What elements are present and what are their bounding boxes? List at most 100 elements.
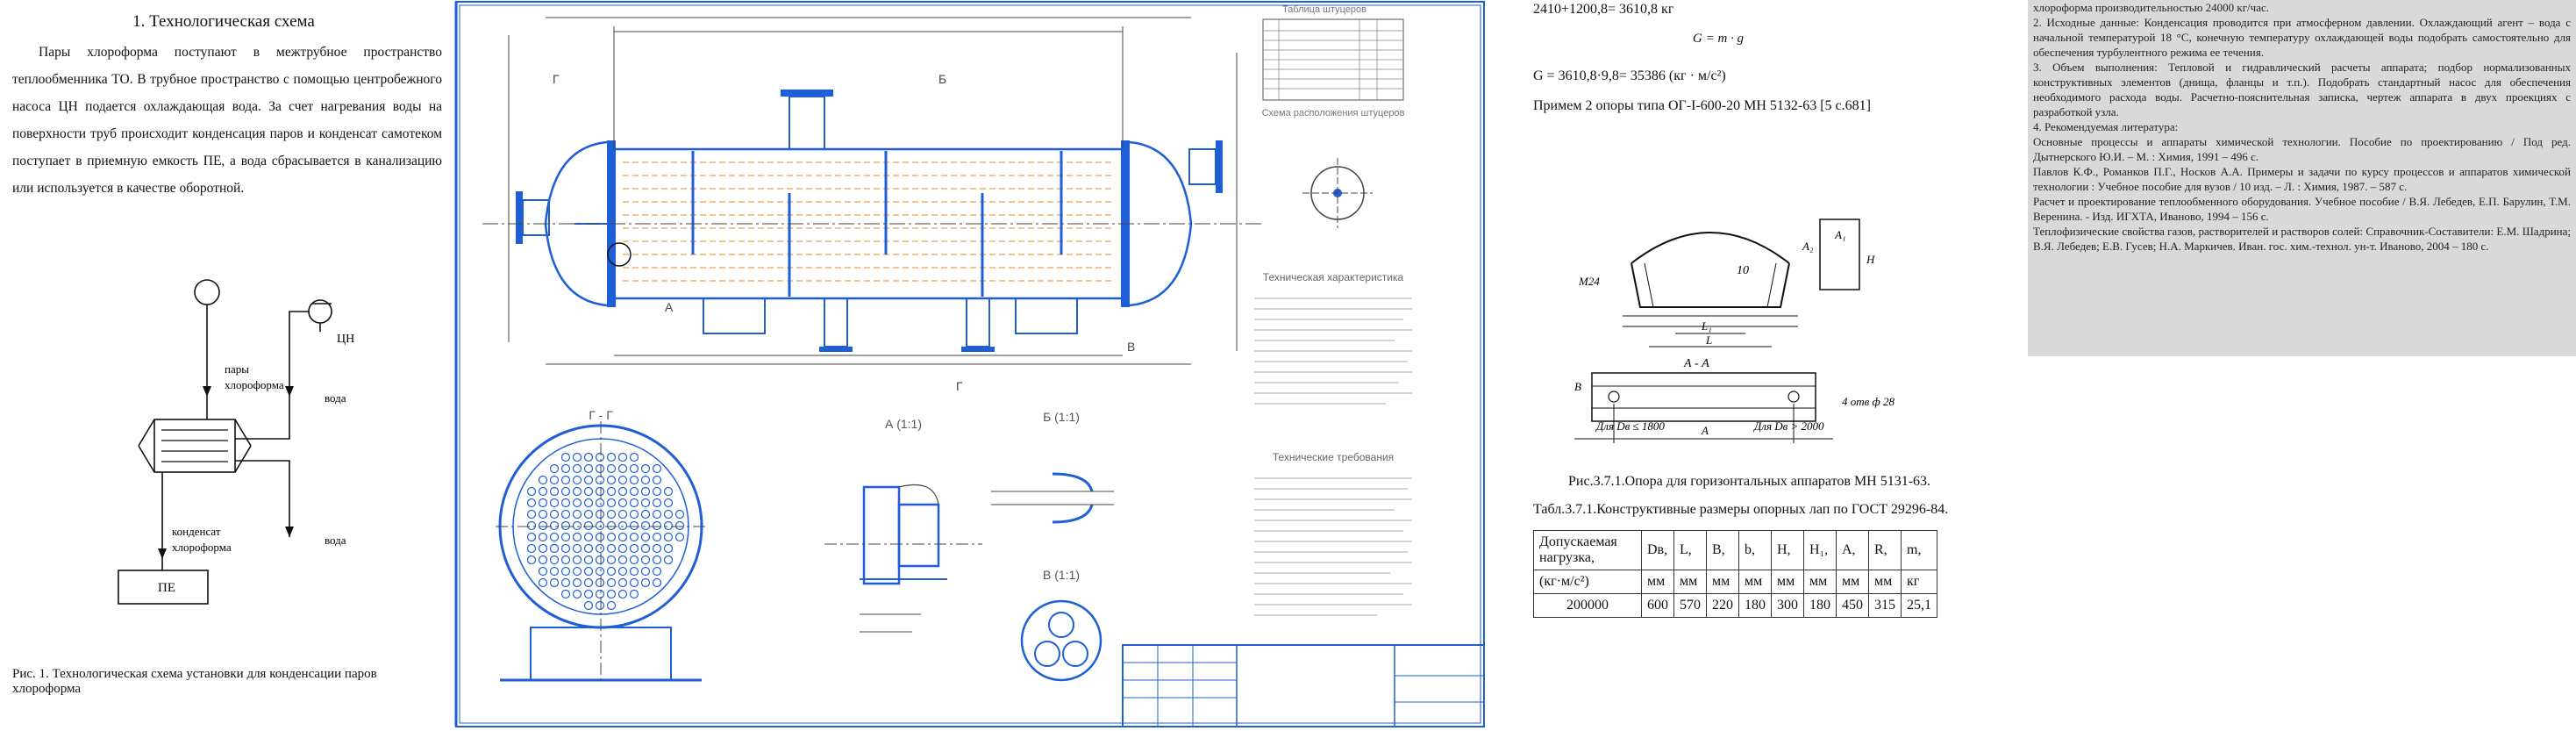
condensate-label-line2: хлороформа [172, 541, 232, 554]
technical-notes: Техническая характеристика Технические т… [1254, 271, 1412, 616]
tube-hole [652, 577, 662, 588]
tube-hole [606, 509, 617, 520]
header-cell: H, [1771, 530, 1804, 570]
tube-hole [583, 600, 594, 611]
section-g-g: Г - Г [496, 408, 706, 684]
tube-hole [606, 543, 617, 554]
unit-cell: мм [1836, 570, 1869, 594]
cut-mark-a: А [665, 300, 674, 314]
header-cell: m, [1901, 530, 1937, 570]
tube-hole [549, 509, 560, 520]
value-cell: 450 [1836, 593, 1869, 618]
tube-hole [538, 532, 548, 542]
tube-hole [617, 475, 628, 485]
tube-hole [572, 555, 582, 565]
tube-hole [652, 520, 662, 531]
tube-hole [606, 589, 617, 599]
tube-hole [629, 486, 639, 497]
tube-hole [640, 498, 651, 508]
tube-hole [583, 520, 594, 531]
tube-hole [652, 532, 662, 542]
tube-hole [560, 532, 571, 542]
tube-hole [526, 543, 537, 554]
support-calculation-page: 2410+1200,8= 3610,8 кг G = m · g G = 361… [1491, 0, 2009, 731]
tube-hole [538, 566, 548, 577]
tube-hole [526, 498, 537, 508]
tube-hole [583, 555, 594, 565]
tube-hole [572, 589, 582, 599]
tube-hole [663, 520, 674, 531]
tube-hole [617, 452, 628, 462]
tube-hole [583, 486, 594, 497]
tube-hole [617, 555, 628, 565]
tube-hole [629, 463, 639, 474]
value-cell: 180 [1803, 593, 1837, 618]
tube-hole [629, 543, 639, 554]
scan-line: 3. Объем выполнения: Тепловой и гидравли… [2033, 61, 2571, 118]
value-cell: 25,1 [1901, 593, 1937, 618]
tube-hole [674, 532, 685, 542]
cut-mark-g-top: Г [553, 72, 560, 86]
tube-hole [629, 509, 639, 520]
unit-cell: мм [1673, 570, 1707, 594]
detail-b: Б (1:1) [991, 410, 1114, 524]
tube-hole [560, 486, 571, 497]
unit-cell: кг [1901, 570, 1937, 594]
tube-hole [549, 520, 560, 531]
tube-hole [538, 543, 548, 554]
tube-hole [674, 509, 685, 520]
tube-hole [663, 555, 674, 565]
tube-hole [572, 532, 582, 542]
tube-hole [572, 486, 582, 497]
mass-equation: 2410+1200,8= 3610,8 кг [1533, 2, 1674, 17]
tube-hole [617, 498, 628, 508]
value-cell: 220 [1706, 593, 1739, 618]
tube-hole [572, 475, 582, 485]
tube-hole [617, 566, 628, 577]
cut-mark-g-bottom: Г [956, 379, 963, 393]
tube-hole [652, 463, 662, 474]
dim-m24: M24 [1578, 275, 1600, 288]
value-cell: 315 [1868, 593, 1902, 618]
dim-10: 10 [1737, 264, 1749, 277]
dim-h: H [1866, 253, 1875, 266]
value-cell: 300 [1771, 593, 1804, 618]
unit-cell: мм [1706, 570, 1739, 594]
tube-hole [583, 543, 594, 554]
exchanger-main-view: Г Г А Б В [482, 17, 1263, 393]
tube-hole [560, 543, 571, 554]
weight-formula: G = m · g [1693, 32, 1745, 46]
tube-hole [595, 475, 605, 485]
water-in-label: вода [325, 391, 346, 405]
tube-hole [572, 520, 582, 531]
detail-a: А (1:1) [824, 417, 982, 633]
tube-hole [663, 543, 674, 554]
header-cell: H₁, [1803, 530, 1837, 570]
tube-hole [652, 566, 662, 577]
tube-hole [617, 509, 628, 520]
tube-hole [549, 555, 560, 565]
tube-hole [640, 577, 651, 588]
nozzle-layout-title: Схема расположения штуцеров [1262, 108, 1405, 118]
tube-hole [560, 520, 571, 531]
water-out-label: вода [325, 534, 346, 547]
support-drawing: 10 A₁ A₂ H M24 L₁ L А - А B A 4 отв ф 28… [1574, 219, 1895, 443]
tube-hole [606, 452, 617, 462]
vapor-label-line1: пары [225, 362, 249, 376]
tube-hole [560, 475, 571, 485]
tube-hole [572, 498, 582, 508]
tube-hole [652, 486, 662, 497]
dim-b: B [1574, 380, 1581, 393]
tube-hole [538, 498, 548, 508]
tube-hole [606, 555, 617, 565]
tube-hole [595, 532, 605, 542]
weight-equation: G = 3610,8·9,8= 35386 (кг · м/с²) [1533, 68, 1726, 83]
tube-hole [526, 555, 537, 565]
tube-hole [583, 577, 594, 588]
table-header-row: Допускаемая нагрузка, Dв, L, B, b, H, H₁… [1533, 530, 1937, 570]
process-scheme-page: 1. Технологическая схема Пары хлороформа… [0, 0, 447, 731]
holes-note: 4 отв ф 28 [1842, 395, 1895, 408]
value-cell: 180 [1738, 593, 1772, 618]
tube-hole [629, 577, 639, 588]
dim-a2: A₂ [1802, 240, 1814, 253]
